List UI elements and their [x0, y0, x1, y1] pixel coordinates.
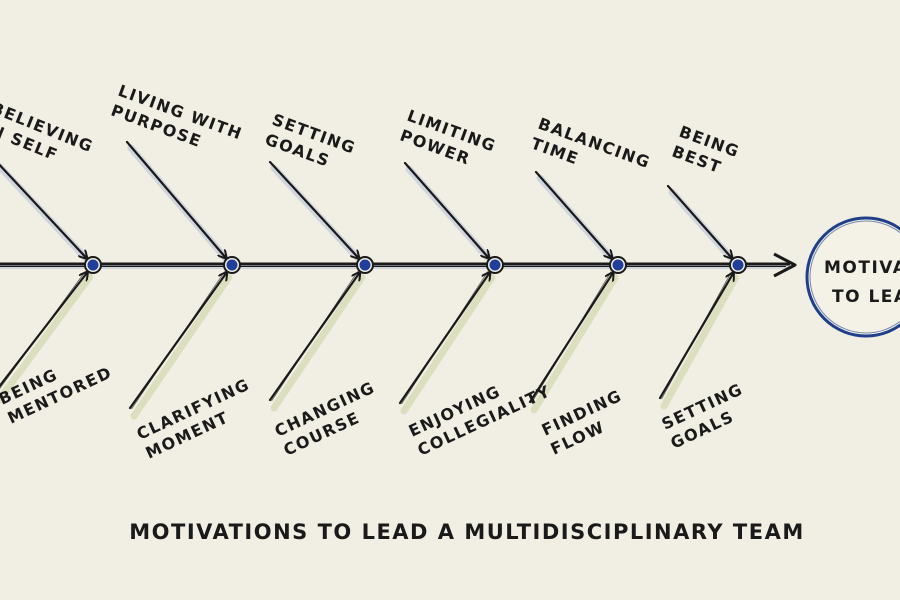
bottom-bone-shadow-3	[400, 273, 496, 415]
head: MOTIVA TO LEA	[805, 216, 900, 338]
bottom-bone-shadow-5	[660, 274, 739, 410]
spine	[0, 252, 797, 278]
bottom-cause-label-0: BEINGMENTORED	[0, 344, 115, 428]
bottom-bone-sketch-1	[131, 271, 226, 410]
bones	[0, 140, 747, 420]
top-bone-sketch-2	[271, 162, 358, 258]
spine-node-2	[359, 259, 371, 271]
spine-arrowhead	[773, 252, 797, 278]
bottom-bone-sketch-3	[401, 271, 489, 405]
bottom-bone-sketch-2	[271, 271, 359, 402]
bottom-bone-sketch-5	[661, 271, 732, 400]
head-label-line-1: MOTIVA	[824, 258, 900, 278]
top-bone-sketch-1	[128, 142, 225, 258]
top-cause-label-4: BALANCINGTIME	[528, 114, 653, 192]
top-bone-sketch-3	[406, 163, 488, 258]
bottom-bone-sketch-4	[531, 271, 612, 404]
bottom-bone-sketch-0	[0, 270, 86, 389]
bottom-bone-shadow-1	[130, 273, 233, 420]
bottom-bone-shadow-4	[530, 274, 619, 414]
top-cause-label-3: LIMITINGPOWER	[397, 106, 498, 176]
bottom-bone-shadow-0	[0, 273, 94, 404]
head-label-line-2: TO LEA	[832, 287, 900, 307]
bottom-bone-shadow-2	[270, 273, 366, 412]
spine-node-0	[87, 259, 99, 271]
top-cause-label-5: BEINGBEST	[669, 122, 742, 181]
spine-node-1	[226, 259, 238, 271]
spine-node-3	[489, 259, 501, 271]
spine-node-5	[732, 259, 744, 271]
diagram-title: MOTIVATIONS TO LEAD A MULTIDISCIPLINARY …	[129, 520, 804, 544]
spine-node-4	[612, 259, 624, 271]
top-bone-sketch-5	[669, 186, 731, 258]
top-bone-sketch-4	[537, 172, 611, 258]
top-cause-label-0: BELIEVINGIN SELF	[0, 98, 96, 176]
top-bone-sketch-0	[0, 164, 86, 258]
